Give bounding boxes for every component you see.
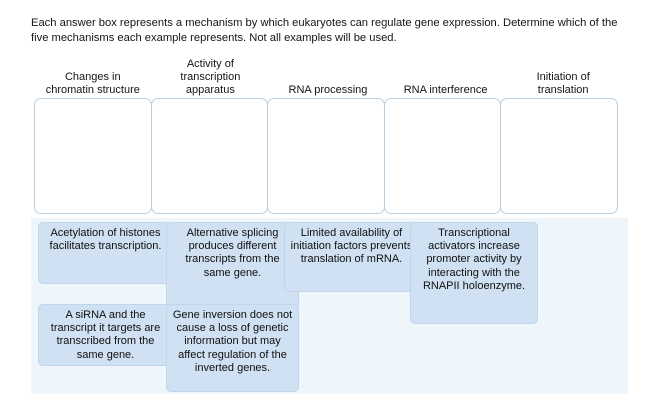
- dropzone-transcription-apparatus[interactable]: [150, 98, 269, 214]
- column-header-initiation-of-translation: Initiation of translation: [504, 58, 622, 98]
- answer-tile[interactable]: Gene inversion does not cause a loss of …: [166, 304, 299, 392]
- column-header-line3: apparatus: [185, 84, 235, 96]
- column-header-row: Changes in chromatin structure Activity …: [34, 58, 622, 98]
- dropzone-initiation-of-translation[interactable]: [500, 98, 618, 214]
- column-header-line1: Changes in: [64, 71, 121, 83]
- column-header-line2: transcription: [180, 71, 241, 83]
- answer-tile[interactable]: Limited availability of initiation facto…: [284, 222, 419, 292]
- answer-tile[interactable]: A siRNA and the transcript it targets ar…: [38, 304, 173, 366]
- column-header-line1: Initiation of: [536, 71, 590, 83]
- column-header-line2: translation: [537, 84, 589, 96]
- question-prompt: Each answer box represents a mechanism b…: [31, 17, 618, 44]
- answer-tile[interactable]: Transcriptional activators increase prom…: [410, 222, 538, 324]
- column-header-chromatin-structure: Changes in chromatin structure: [34, 58, 152, 98]
- dropzone-chromatin-structure[interactable]: [34, 98, 152, 214]
- answer-bank: Acetylation of histones facilitates tran…: [31, 218, 628, 394]
- answer-tile[interactable]: Alternative splicing produces different …: [166, 222, 299, 310]
- answer-tile-label: Transcriptional activators increase prom…: [422, 227, 526, 292]
- column-header-rna-processing: RNA processing: [269, 58, 387, 98]
- column-header-line2: chromatin structure: [45, 84, 140, 96]
- column-header-line1: RNA processing: [288, 84, 368, 96]
- answer-tile-label: A siRNA and the transcript it targets ar…: [50, 309, 161, 361]
- column-header-line1: RNA interference: [403, 84, 488, 96]
- dropzone-rna-interference[interactable]: [383, 98, 502, 214]
- answer-tile-label: Gene inversion does not cause a loss of …: [172, 309, 293, 374]
- column-header-line1: Activity of: [186, 58, 234, 70]
- dropzone-row: [34, 98, 622, 214]
- column-header-rna-interference: RNA interference: [387, 58, 505, 98]
- answer-tile-label: Limited availability of initiation facto…: [290, 227, 413, 266]
- dropzone-rna-processing[interactable]: [267, 98, 385, 214]
- answer-tile-label: Alternative splicing produces different …: [185, 227, 280, 279]
- answer-tile[interactable]: Acetylation of histones facilitates tran…: [38, 222, 173, 284]
- answer-tile-label: Acetylation of histones facilitates tran…: [49, 227, 162, 253]
- column-header-transcription-apparatus: Activity of transcription apparatus: [152, 58, 270, 98]
